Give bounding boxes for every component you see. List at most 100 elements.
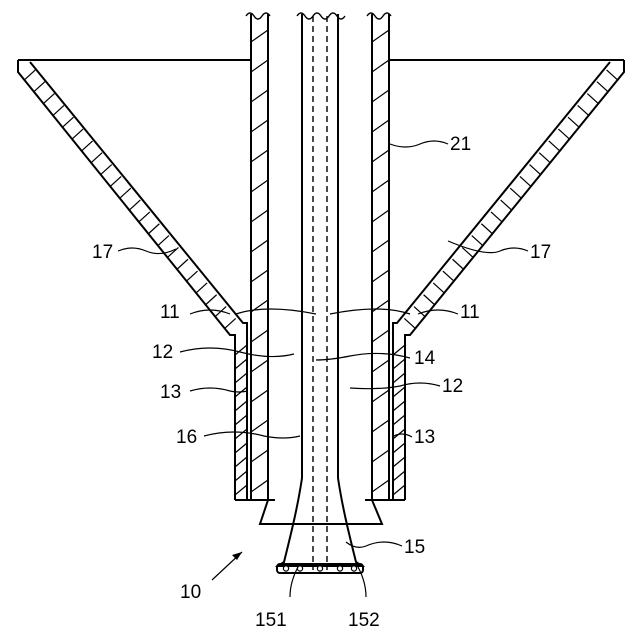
hatch-line [404, 318, 415, 328]
hatch-line [393, 359, 405, 369]
label-passage-left: 11 [160, 302, 180, 323]
hatch-pipe-left [251, 30, 268, 492]
hatch-line [372, 330, 389, 342]
label-sleeve-right: 13 [414, 427, 435, 448]
orifice-hole [351, 566, 356, 571]
hatch-line [578, 105, 589, 115]
hatch-line [235, 429, 247, 439]
hatch-line [372, 210, 389, 222]
label-sleeve-left: 13 [160, 382, 181, 403]
hatch-line [372, 90, 389, 102]
orifice-hole [337, 566, 342, 571]
hatch-line [235, 359, 247, 369]
hatch-line [530, 165, 541, 175]
hatch-sleeve-left [235, 345, 247, 495]
label-tip-wall: 16 [176, 427, 197, 448]
hatch-line [251, 30, 268, 42]
hatch-line [206, 295, 217, 305]
hatch-line [607, 70, 618, 80]
inner-tube [297, 13, 345, 570]
hatch-line [393, 443, 405, 453]
hatch-line [372, 420, 389, 432]
label-orifice-a: 151 [255, 610, 287, 631]
hatch-line [372, 60, 389, 72]
hatch-line [393, 373, 405, 383]
hatch-line [251, 420, 268, 432]
hatch-line [372, 120, 389, 132]
hatch-line [110, 176, 121, 186]
hatch-line [251, 450, 268, 462]
hatch-line [251, 150, 268, 162]
hatch-cone-left [24, 70, 235, 329]
hatch-line [129, 200, 140, 210]
hatch-line [235, 373, 247, 383]
funnel-cone [18, 60, 624, 500]
hatch-line [597, 82, 608, 92]
hatch-line [251, 330, 268, 342]
hatch-line [393, 345, 405, 355]
reference-labels: 21 17 17 11 11 12 14 12 13 16 13 15 10 1… [92, 134, 551, 631]
hatch-line [568, 117, 579, 127]
hatch-line [139, 212, 150, 222]
hatch-line [472, 236, 483, 246]
hatch-line [372, 240, 389, 252]
hatch-line [372, 450, 389, 462]
hatch-line [251, 240, 268, 252]
hatch-line [82, 141, 93, 151]
hatch-line [72, 129, 83, 139]
hatch-line [235, 401, 247, 411]
hatch-line [251, 270, 268, 282]
hatch-line [549, 141, 560, 151]
hatch-sleeve-right [393, 345, 405, 495]
label-annulus-right: 12 [442, 376, 463, 397]
hatch-line [24, 70, 35, 80]
hatch-line [424, 295, 435, 305]
hatch-line [251, 210, 268, 222]
hatch-line [372, 360, 389, 372]
hatch-line [393, 401, 405, 411]
leader-lines [118, 141, 528, 597]
label-annulus-left: 12 [152, 342, 173, 363]
label-nozzle-assembly: 10 [180, 582, 201, 603]
orifice-hole [317, 566, 322, 571]
hatch-line [520, 176, 531, 186]
hatch-line [453, 259, 464, 269]
hatch-line [158, 236, 169, 246]
hatch-line [251, 60, 268, 72]
hatch-line [43, 94, 54, 104]
hatch-line [235, 471, 247, 481]
hatch-line [587, 94, 598, 104]
hatch-line [91, 153, 102, 163]
outer-pipe [246, 13, 391, 500]
hatch-line [372, 270, 389, 282]
hatch-line [53, 105, 64, 115]
hatch-line [393, 485, 405, 495]
hatch-line [501, 200, 512, 210]
hatch-line [177, 259, 188, 269]
label-tip-body: 15 [404, 537, 425, 558]
hatch-line [148, 224, 159, 234]
hatch-pipe-right [372, 30, 389, 492]
hatch-line [510, 188, 521, 198]
hatch-line [443, 271, 454, 281]
label-cone-right: 17 [530, 242, 551, 263]
hatch-line [251, 360, 268, 372]
hatch-line [225, 318, 236, 328]
hatch-line [34, 82, 45, 92]
label-passage-right: 11 [460, 302, 480, 323]
hatch-line [251, 120, 268, 132]
hatch-line [251, 180, 268, 192]
hatch-line [187, 271, 198, 281]
hatch-line [491, 212, 502, 222]
hatch-line [558, 129, 569, 139]
hatch-line [481, 224, 492, 234]
hatch-line [235, 485, 247, 495]
hatch-line [372, 180, 389, 192]
label-outer-pipe: 21 [450, 134, 471, 155]
hatch-line [372, 150, 389, 162]
hatch-line [393, 457, 405, 467]
hatch-line [539, 153, 550, 163]
hatch-line [372, 480, 389, 492]
hatch-line [235, 415, 247, 425]
